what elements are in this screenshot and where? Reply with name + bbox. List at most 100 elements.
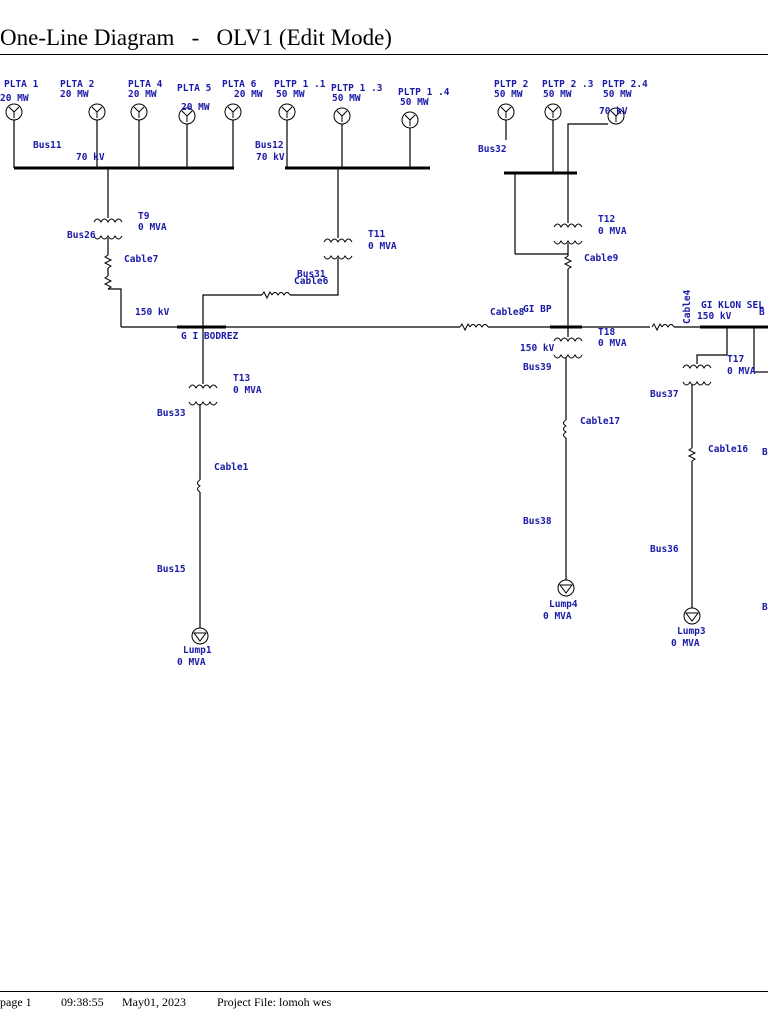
cable-icon[interactable] xyxy=(197,479,201,493)
cable-icon[interactable] xyxy=(103,275,113,290)
bus-label: Bus38 xyxy=(523,516,552,527)
generator-rating: 20 MW xyxy=(181,102,210,113)
cable-icon[interactable] xyxy=(271,292,291,296)
generator-rating: 20 MW xyxy=(0,93,29,104)
generator-name: PLTA 6 xyxy=(222,79,257,90)
wire xyxy=(202,294,262,327)
generator-rating: 20 MW xyxy=(128,89,157,100)
generator-rating: 50 MW xyxy=(494,89,523,100)
cable-icon[interactable] xyxy=(661,324,675,328)
generator-icon[interactable] xyxy=(607,107,625,125)
bus-voltage: 70 kV xyxy=(256,152,285,163)
generator-rating: 20 MW xyxy=(60,89,89,100)
bus-label: Bus33 xyxy=(157,408,186,419)
bus-voltage: 70 kV xyxy=(599,106,628,117)
footer-project: Project File: lomoh wes xyxy=(217,995,332,1009)
footer-page: page 1 xyxy=(0,995,32,1009)
generator-name: PLTP 1 .3 xyxy=(331,83,383,94)
generator-name: PLTP 1 .4 xyxy=(398,87,450,98)
page-footer: page 1 09:38:55 May01, 2023 Project File… xyxy=(0,991,768,1025)
cable-icon[interactable] xyxy=(687,447,697,462)
cable-icon[interactable] xyxy=(651,323,663,332)
generator-icon[interactable] xyxy=(224,103,242,121)
load-rating: 0 MVA xyxy=(671,638,700,649)
wire xyxy=(567,123,608,173)
generator-rating: 50 MW xyxy=(400,97,429,108)
generator-icon[interactable] xyxy=(5,103,23,121)
bus-voltage: 70 kV xyxy=(76,152,105,163)
cable-label: Cable4 xyxy=(682,289,693,324)
generator-icon[interactable] xyxy=(178,107,196,125)
transformer-name: T17 xyxy=(727,354,744,365)
generator-name: PLTP 2 .3 xyxy=(542,79,594,90)
transformer-rating: 0 MVA xyxy=(368,241,397,252)
bus-label: Bus11 xyxy=(33,140,62,151)
transformer-name: T9 xyxy=(138,211,150,222)
bus-label: Bus37 xyxy=(650,389,679,400)
transformer-rating: 0 MVA xyxy=(727,366,756,377)
generator-icon[interactable] xyxy=(333,107,351,125)
generator-icon[interactable] xyxy=(497,103,515,121)
footer-date: May01, 2023 xyxy=(122,995,186,1009)
generator-rating: 50 MW xyxy=(543,89,572,100)
bus-voltage: 150 kV xyxy=(697,311,732,322)
load-rating: 0 MVA xyxy=(177,657,206,668)
bus-voltage: 150 kV xyxy=(520,343,555,354)
transformer-rating: 0 MVA xyxy=(138,222,167,233)
wire xyxy=(290,258,339,296)
transformer-name: T18 xyxy=(598,327,615,338)
generator-icon[interactable] xyxy=(401,111,419,129)
transformer-icon[interactable] xyxy=(188,384,218,406)
load-icon[interactable] xyxy=(557,579,575,597)
transformer-rating: 0 MVA xyxy=(233,385,262,396)
bus-label: Bus12 xyxy=(255,140,284,151)
generator-icon[interactable] xyxy=(544,103,562,121)
generator-name: PLTP 1 .1 xyxy=(274,79,326,90)
bus-label: Bus31 xyxy=(297,269,326,280)
generator-icon[interactable] xyxy=(130,103,148,121)
generator-name: PLTA 1 xyxy=(4,79,39,90)
one-line-diagram-canvas: PLTA 1 20 MW PLTA 2 20 MW PLTA 4 20 MW P… xyxy=(0,79,768,668)
transformer-icon[interactable] xyxy=(553,337,583,359)
cable-label: Cable16 xyxy=(708,444,748,455)
generator-rating: 50 MW xyxy=(276,89,305,100)
bus-voltage: 150 kV xyxy=(135,307,170,318)
bus-label: Bus32 xyxy=(478,144,507,155)
cut-off-label: B xyxy=(762,602,768,613)
generator-rating: 20 MW xyxy=(234,89,263,100)
bus-label: Bus36 xyxy=(650,544,679,555)
generator-rating: 50 MW xyxy=(332,93,361,104)
cable-icon[interactable] xyxy=(469,324,489,328)
generator-name: PLTA 5 xyxy=(177,83,212,94)
transformer-name: T12 xyxy=(598,214,615,225)
diagram-header: One-Line Diagram - OLV1 (Edit Mode) xyxy=(0,0,768,55)
footer-time: 09:38:55 xyxy=(61,995,104,1009)
cable-label: Cable1 xyxy=(214,462,249,473)
generator-name: PLTP 2.4 xyxy=(602,79,648,90)
transformer-icon[interactable] xyxy=(323,238,353,260)
transformer-icon[interactable] xyxy=(682,364,712,386)
transformer-icon[interactable] xyxy=(93,218,123,240)
cable-label: Cable9 xyxy=(584,253,619,264)
load-rating: 0 MVA xyxy=(543,611,572,622)
cable-icon[interactable] xyxy=(459,323,471,332)
wire xyxy=(696,354,727,364)
generator-icon[interactable] xyxy=(278,103,296,121)
transformer-icon[interactable] xyxy=(553,223,583,245)
load-icon[interactable] xyxy=(191,627,209,645)
bus-label: GI KLON SEL xyxy=(701,300,764,311)
cable-icon[interactable] xyxy=(103,254,113,269)
cable-icon[interactable] xyxy=(261,291,273,300)
generator-name: PLTP 2 xyxy=(494,79,528,90)
transformer-name: T11 xyxy=(368,229,385,240)
load-icon[interactable] xyxy=(683,607,701,625)
wire xyxy=(108,288,122,327)
generator-icon[interactable] xyxy=(88,103,106,121)
cable-icon[interactable] xyxy=(563,255,573,270)
load-name: Lump1 xyxy=(183,645,212,656)
cut-off-label: B xyxy=(759,307,765,318)
generator-name: PLTA 2 xyxy=(60,79,94,90)
transformer-rating: 0 MVA xyxy=(598,338,627,349)
cable-icon[interactable] xyxy=(563,419,567,439)
cable-label: Cable8 xyxy=(490,307,525,318)
